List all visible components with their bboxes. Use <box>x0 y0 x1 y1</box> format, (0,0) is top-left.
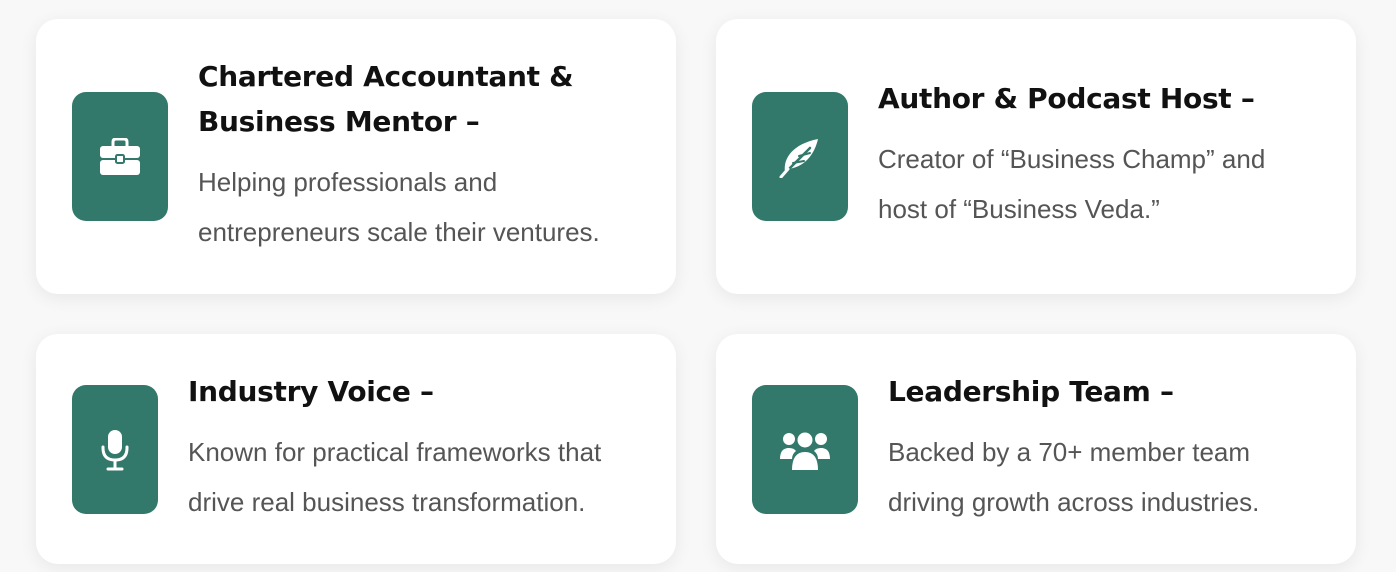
card-title: Industry Voice – <box>188 375 434 408</box>
card-description: Helping professionals and entrepreneurs … <box>198 167 600 247</box>
team-icon-box <box>752 385 858 514</box>
card-description: Known for practical frameworks that driv… <box>188 437 602 517</box>
briefcase-icon-box <box>72 92 168 221</box>
microphone-icon-box <box>72 385 158 514</box>
feature-card-industry-voice: Industry Voice – Known for practical fra… <box>36 334 676 564</box>
card-title: Chartered Accountant & Business Mentor – <box>198 60 574 138</box>
card-description: Backed by a 70+ member team driving grow… <box>888 437 1260 517</box>
briefcase-icon <box>100 137 140 175</box>
card-title: Author & Podcast Host – <box>878 82 1255 115</box>
microphone-icon <box>101 429 129 470</box>
feature-card-leadership-team: Leadership Team – Backed by a 70+ member… <box>716 334 1356 564</box>
card-description: Creator of “Business Champ” and host of … <box>878 144 1266 224</box>
feature-card-author-podcast: Author & Podcast Host – Creator of “Busi… <box>716 19 1356 294</box>
feature-card-chartered-accountant: Chartered Accountant & Business Mentor –… <box>36 19 676 294</box>
team-icon <box>780 432 830 470</box>
feather-icon-box <box>752 92 848 221</box>
feather-icon <box>779 138 818 178</box>
card-title: Leadership Team – <box>888 375 1174 408</box>
